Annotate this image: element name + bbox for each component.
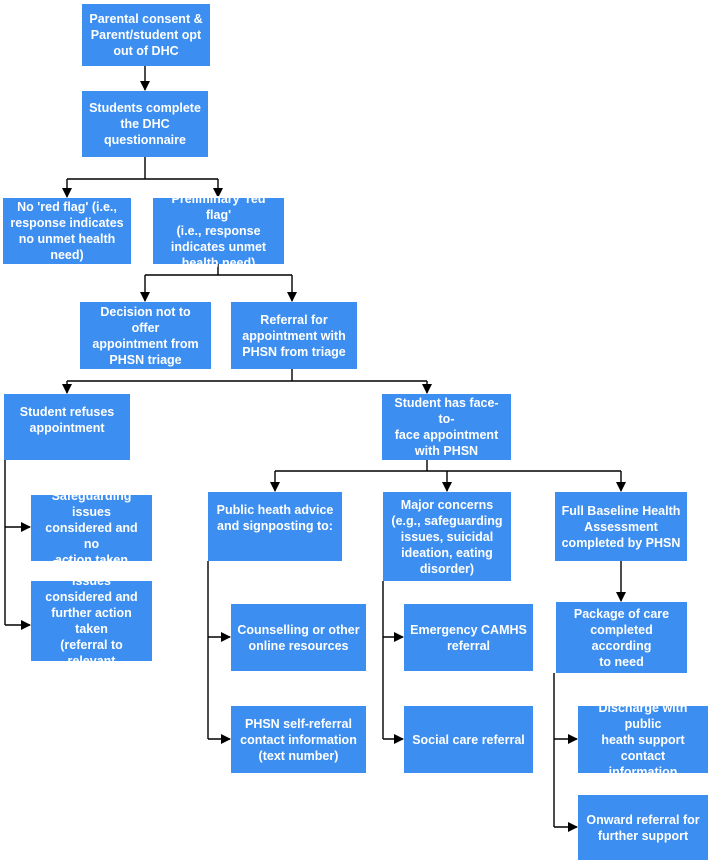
no-red-flag-box: No 'red flag' (i.e., response indicates … [3, 198, 131, 264]
social-care-box: Social care referral [404, 706, 533, 773]
package-of-care-box: Package of care completed according to n… [556, 602, 687, 673]
connector-face-to-face-split [275, 460, 621, 472]
prelim-red-flag-box: Preliminary 'red flag' (i.e., response i… [153, 192, 284, 270]
emergency-camhs-box: Emergency CAMHS referral [404, 604, 533, 671]
onward-referral-box: Onward referral for further support [578, 795, 708, 860]
discharge-box: Discharge with public heath support cont… [578, 701, 708, 779]
full-baseline-box: Full Baseline Health Assessment complete… [555, 492, 687, 561]
counselling-box: Counselling or other online resources [231, 604, 366, 671]
student-refuses-box: Student refuses appointment [4, 394, 130, 460]
referral-appointment-box: Referral for appointment with PHSN from … [231, 302, 357, 369]
safeguarding-no-action-box: Safeguarding issues considered and no ac… [31, 489, 152, 567]
decision-no-offer-box: Decision not to offer appointment from P… [80, 302, 211, 369]
connector-questionnaire-split [67, 157, 218, 180]
connector-prelim-split [145, 264, 292, 276]
safeguarding-action-box: Safeguarding issues considered and furth… [31, 558, 152, 684]
questionnaire-box: Students complete the DHC questionnaire [82, 91, 208, 157]
connector-referral-split [67, 369, 427, 382]
phsn-self-referral-box: PHSN self-referral contact information (… [231, 706, 366, 773]
public-health-advice-box: Public heath advice and signposting to: [208, 492, 342, 561]
consent-box: Parental consent & Parent/student opt ou… [82, 4, 210, 66]
face-to-face-box: Student has face-to- face appointment wi… [382, 394, 511, 460]
major-concerns-box: Major concerns (e.g., safeguarding issue… [383, 492, 511, 581]
